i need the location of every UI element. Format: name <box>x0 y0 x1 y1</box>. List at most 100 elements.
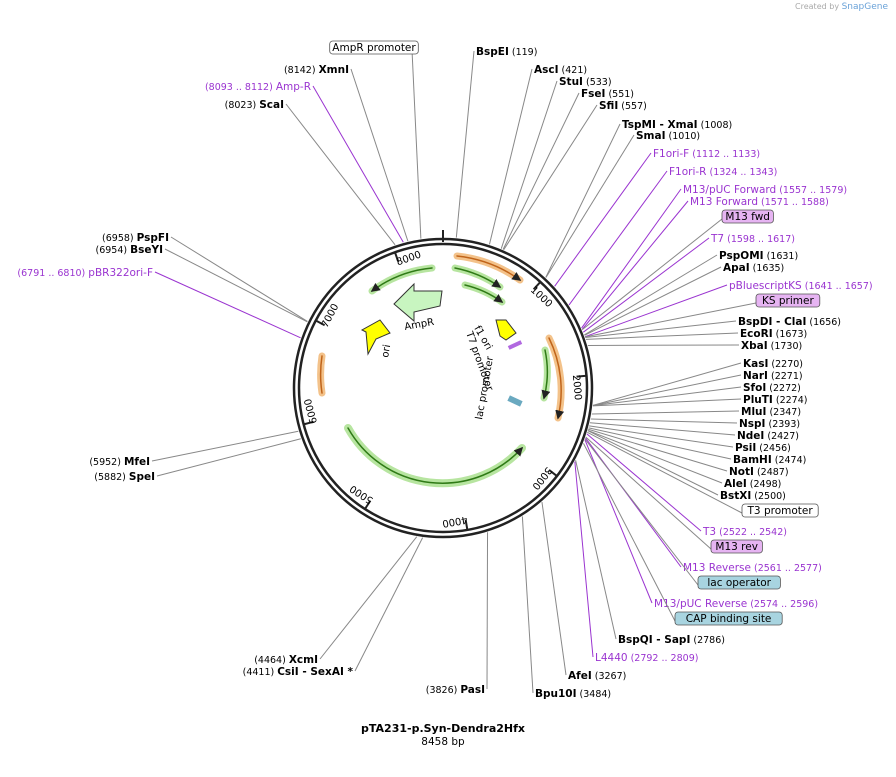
feature-leader <box>568 170 668 306</box>
enzyme-name-2: - XmaI <box>656 119 698 131</box>
enzyme-position: (2270) <box>768 359 803 370</box>
enzyme-leader <box>488 68 533 245</box>
feature-box <box>721 209 774 224</box>
enzyme-leader <box>589 425 734 448</box>
enzyme-name: PspOMI <box>719 250 764 262</box>
enzyme-label: PspOMI (1631) <box>719 250 798 262</box>
ori-arrow <box>360 319 391 356</box>
feature-box-label: lac operator <box>707 577 771 589</box>
feature-box-label: KS primer <box>762 295 814 307</box>
enzyme-name: KasI <box>743 358 768 370</box>
enzyme-position: (2500) <box>751 491 786 502</box>
enzyme-name: AscI <box>534 64 559 76</box>
enzyme-leader <box>592 398 742 407</box>
ring-tick-label: 4000 <box>441 513 468 528</box>
enzyme-label: MluI (2347) <box>741 406 801 418</box>
ring-tick <box>576 374 587 378</box>
enzyme-label: (5952) MfeI <box>89 456 150 468</box>
enzyme-leader <box>587 430 719 496</box>
enzyme-leader <box>156 438 301 477</box>
feature-leader <box>581 200 689 330</box>
feature-position: (2561 .. 2577) <box>751 563 822 574</box>
enzyme-label: (8142) XmnI <box>284 64 349 76</box>
enzyme-name-2: - ClaI <box>772 316 806 328</box>
leader-line-group <box>151 50 742 694</box>
enzyme-leader <box>585 332 739 340</box>
feature-position: (1571 .. 1588) <box>758 197 829 208</box>
feature-box <box>710 539 763 554</box>
ring-tick-label: 8000 <box>395 249 423 268</box>
feature-name: M13 Reverse <box>683 562 751 574</box>
enzyme-position: (1656) <box>806 317 841 328</box>
enzyme-leader <box>592 386 742 407</box>
snapgene-logo: SnapGene <box>841 2 888 12</box>
feature-leader <box>585 437 682 568</box>
enzyme-position: (8023) <box>225 100 260 111</box>
feature-label-group: F1ori-F (1112 .. 1133)F1ori-R (1324 .. 1… <box>17 81 872 664</box>
enzyme-position: (4464) <box>254 655 289 666</box>
enzyme-position: (2271) <box>768 371 803 382</box>
enzyme-label: XbaI (1730) <box>741 340 802 352</box>
box-leader <box>587 431 743 514</box>
enzyme-name: ScaI <box>259 99 284 111</box>
enzyme-name: XcmI <box>289 654 318 666</box>
enzyme-label: BspQI - SapI (2786) <box>618 634 725 646</box>
enzyme-leader <box>585 320 737 339</box>
feature-position: (1641 .. 1657) <box>802 281 873 292</box>
enzyme-name: NotI <box>729 466 754 478</box>
feature-label: M13/pUC Forward (1557 .. 1579) <box>683 184 847 196</box>
ring-tick <box>548 469 558 477</box>
feature-label: M13 Reverse (2561 .. 2577) <box>683 562 822 574</box>
feature-label: pBluescriptKS (1641 .. 1657) <box>729 280 873 292</box>
enzyme-name: PsiI <box>735 442 756 454</box>
enzyme-position: (8142) <box>284 65 319 76</box>
enzyme-name: SpeI <box>129 471 155 483</box>
enzyme-name: PasI <box>460 684 485 696</box>
feature-leader <box>583 237 710 333</box>
feature-label: M13 Forward (1571 .. 1588) <box>690 196 829 208</box>
feature-leader <box>584 439 653 604</box>
feature-name: F1ori-R <box>669 166 706 178</box>
green-arc-upper-left <box>368 264 436 295</box>
enzyme-name: SfiI <box>599 100 618 112</box>
enzyme-label: AfeI (3267) <box>568 670 626 682</box>
enzyme-leader <box>151 430 299 462</box>
enzyme-label: (3826) PasI <box>426 684 485 696</box>
enzyme-name: BseYI <box>130 244 163 256</box>
enzyme-label: SfiI (557) <box>599 100 647 112</box>
enzyme-name: AfeI <box>568 670 592 682</box>
enzyme-label: (6958) PspFI <box>102 232 169 244</box>
enzyme-name: TspMI <box>622 119 656 131</box>
enzyme-leader <box>584 254 718 336</box>
feature-leader <box>584 284 728 338</box>
enzyme-position: (551) <box>605 89 634 100</box>
enzyme-name: SfoI <box>743 382 766 394</box>
enzyme-label-group: BspEI (119)AscI (421)StuI (533)FseI (551… <box>89 46 841 700</box>
enzyme-leader <box>589 422 736 436</box>
enzyme-leader <box>354 537 424 672</box>
feature-name: T7 <box>710 233 724 245</box>
enzyme-position: (1635) <box>750 263 785 274</box>
enzyme-position: (533) <box>583 77 612 88</box>
enzyme-leader <box>455 50 475 238</box>
feature-name: pBluescriptKS <box>729 280 802 292</box>
enzyme-position: (2498) <box>747 479 782 490</box>
ring-tick-label: 6000 <box>303 397 320 424</box>
enzyme-position: (5952) <box>89 457 124 468</box>
enzyme-position: (6954) <box>96 245 131 256</box>
feature-position: (8093 .. 8112) <box>205 82 276 93</box>
feature-name: M13 Forward <box>690 196 758 208</box>
feature-box-label: M13 fwd <box>725 211 770 223</box>
enzyme-leader <box>486 532 489 690</box>
enzyme-name: BstXI <box>720 490 751 502</box>
enzyme-label: EcoRI (1673) <box>740 328 807 340</box>
feature-leader <box>554 152 652 287</box>
feature-leader <box>574 461 594 658</box>
enzyme-position: (1631) <box>764 251 799 262</box>
t7-promoter-mark <box>507 340 523 350</box>
credit-prefix: Created by <box>795 2 840 11</box>
box-leader <box>581 218 723 330</box>
enzyme-name: XmnI <box>319 64 349 76</box>
enzyme-leader <box>591 410 740 415</box>
